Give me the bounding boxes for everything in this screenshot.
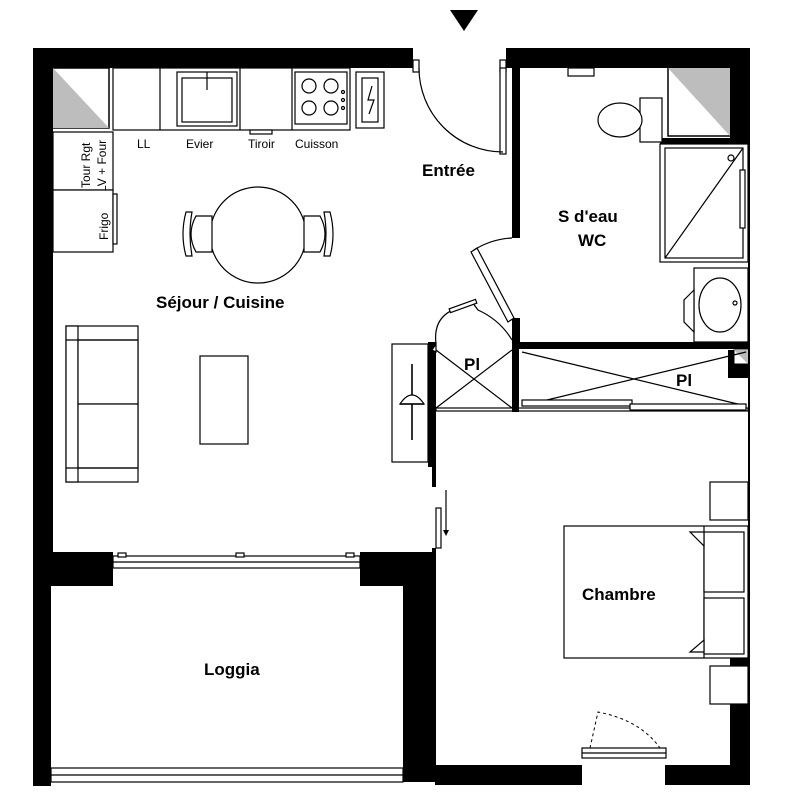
bedroom-window [581, 711, 667, 759]
frigo-label: Frigo [97, 212, 111, 240]
room-label-chambre: Chambre [582, 585, 656, 604]
technical-shafts [52, 67, 749, 365]
entrance-arrow-icon [450, 10, 478, 31]
room-label-placard-2: Pl [676, 371, 692, 390]
bathroom-door [470, 237, 515, 323]
shower-icon [659, 143, 749, 263]
room-label-entree: Entrée [422, 161, 475, 180]
tour-label-2: LV + Four [95, 140, 109, 192]
ll-label: LL [137, 137, 151, 151]
room-label-wc: WC [578, 231, 606, 250]
placard-2 [521, 351, 747, 411]
loggia-corner [33, 586, 51, 604]
evier-label: Evier [186, 137, 213, 151]
dining-table [182, 186, 334, 284]
bed [563, 481, 749, 705]
tour-label-1: Tour Rgt [79, 142, 93, 188]
bedroom-sliding-door [435, 490, 449, 549]
cooktop-icon [294, 71, 348, 125]
tv-unit [391, 343, 429, 463]
bathroom-fixtures [567, 67, 749, 343]
entry-door [412, 59, 507, 155]
room-label-sdeau: S d'eau [558, 207, 618, 226]
room-label-sejour: Séjour / Cuisine [156, 293, 284, 312]
room-label-loggia: Loggia [204, 660, 260, 679]
fridge [52, 189, 114, 253]
tiroir-label: Tiroir [248, 137, 275, 151]
loggia-bay-window [50, 552, 404, 783]
sofa [65, 325, 139, 483]
toilet-icon [597, 97, 663, 143]
room-label-placard-1: Pl [464, 355, 480, 374]
tall-unit [52, 131, 114, 191]
coffee-table [199, 355, 249, 445]
washbasin-icon [683, 267, 749, 343]
cuisson-label: Cuisson [295, 137, 338, 151]
placard-1 [431, 298, 513, 409]
kitchen-counter [112, 67, 385, 135]
